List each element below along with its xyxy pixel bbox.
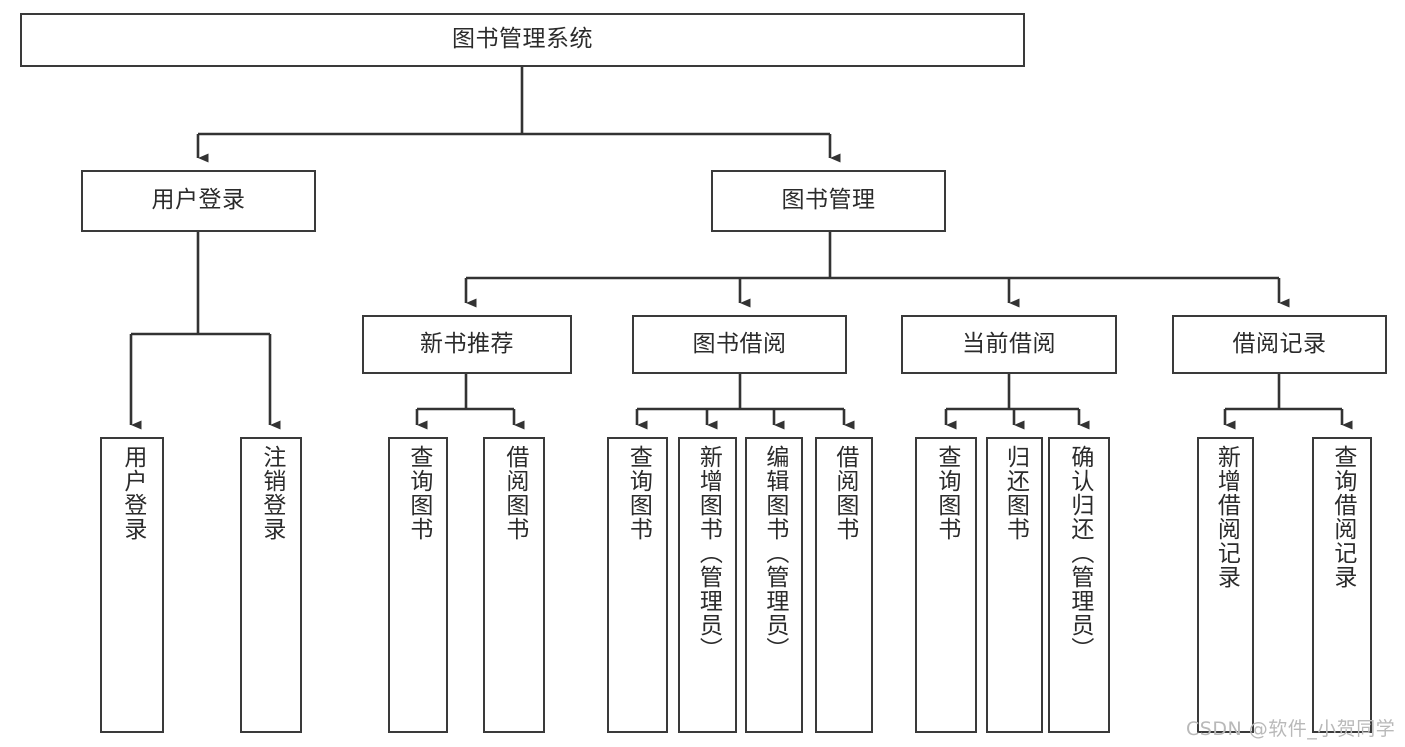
node-current-borrow[interactable]: 当前借阅 <box>901 315 1117 374</box>
node-book-borrow-label: 图书借阅 <box>692 330 787 357</box>
node-new-book-recommend-label: 新书推荐 <box>420 330 514 357</box>
node-borrow-record[interactable]: 借阅记录 <box>1172 315 1387 374</box>
leaf-query-book-3-label: 查询图书 <box>933 445 960 541</box>
leaf-return-book-label: 归还图书 <box>1002 445 1029 541</box>
node-user-login[interactable]: 用户登录 <box>81 170 316 232</box>
leaf-query-book-1[interactable]: 查询图书 <box>388 437 448 733</box>
leaf-user-login-label: 用户登录 <box>119 445 146 541</box>
node-user-login-label: 用户登录 <box>151 187 246 214</box>
leaf-query-book-2-label: 查询图书 <box>625 445 652 541</box>
leaf-query-book-3[interactable]: 查询图书 <box>915 437 977 733</box>
leaf-edit-book-label: 编辑图书（管理员） <box>761 445 788 661</box>
leaf-add-record-label: 新增借阅记录 <box>1213 445 1240 589</box>
leaf-borrow-book-2[interactable]: 借阅图书 <box>815 437 873 733</box>
node-book-management[interactable]: 图书管理 <box>711 170 946 232</box>
leaf-borrow-book-1-label: 借阅图书 <box>501 445 528 541</box>
node-current-borrow-label: 当前借阅 <box>962 330 1056 357</box>
watermark-text: CSDN @软件_小贺同学 <box>1186 718 1396 740</box>
leaf-query-record[interactable]: 查询借阅记录 <box>1312 437 1372 733</box>
node-new-book-recommend[interactable]: 新书推荐 <box>362 315 572 374</box>
leaf-add-record[interactable]: 新增借阅记录 <box>1197 437 1254 733</box>
leaf-logout-login-label: 注销登录 <box>258 445 285 541</box>
node-book-management-label: 图书管理 <box>781 187 876 214</box>
leaf-query-book-1-label: 查询图书 <box>405 445 432 541</box>
node-borrow-record-label: 借阅记录 <box>1232 330 1327 357</box>
leaf-borrow-book-1[interactable]: 借阅图书 <box>483 437 545 733</box>
leaf-confirm-return-label: 确认归还（管理员） <box>1066 445 1093 661</box>
leaf-user-login[interactable]: 用户登录 <box>100 437 164 733</box>
node-root-label: 图书管理系统 <box>452 26 593 53</box>
node-root[interactable]: 图书管理系统 <box>20 13 1025 67</box>
leaf-query-book-2[interactable]: 查询图书 <box>607 437 668 733</box>
leaf-add-book[interactable]: 新增图书（管理员） <box>678 437 737 733</box>
leaf-return-book[interactable]: 归还图书 <box>986 437 1043 733</box>
leaf-edit-book[interactable]: 编辑图书（管理员） <box>745 437 803 733</box>
leaf-query-record-label: 查询借阅记录 <box>1329 445 1356 589</box>
leaf-logout-login[interactable]: 注销登录 <box>240 437 302 733</box>
leaf-borrow-book-2-label: 借阅图书 <box>831 445 858 541</box>
node-book-borrow[interactable]: 图书借阅 <box>632 315 847 374</box>
leaf-add-book-label: 新增图书（管理员） <box>695 445 722 661</box>
leaf-confirm-return[interactable]: 确认归还（管理员） <box>1048 437 1110 733</box>
